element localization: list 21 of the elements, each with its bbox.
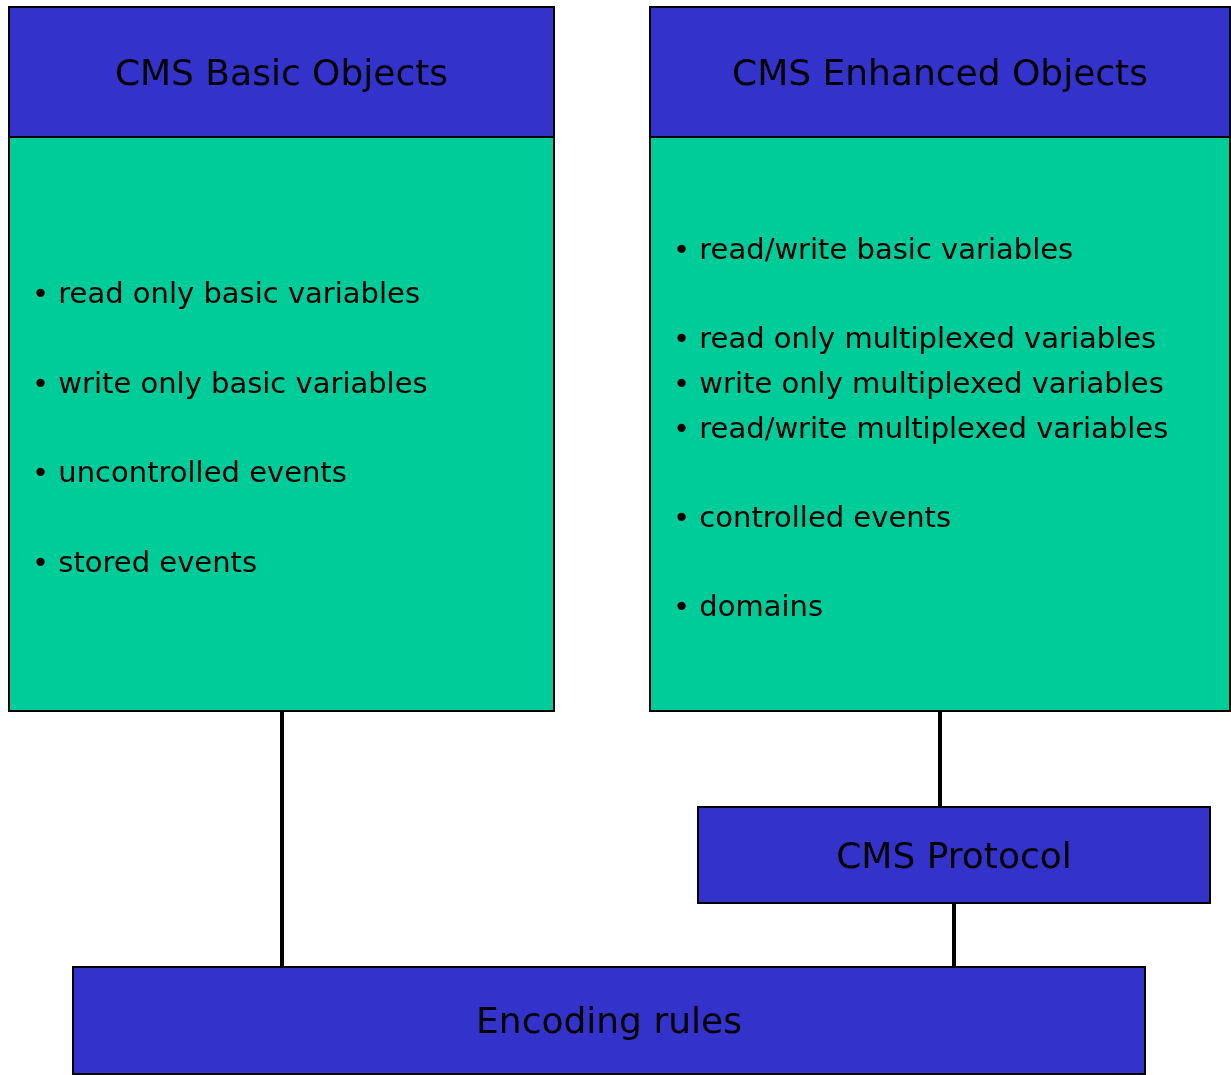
object-panel [8, 6, 555, 712]
box-label: CMS Protocol [836, 834, 1072, 876]
connector-line [280, 712, 284, 966]
bullet-item: • read/write basic variables [673, 231, 1074, 267]
bullet-item: • read/write multiplexed variables [673, 410, 1169, 446]
bullet-item: • stored events [32, 544, 257, 580]
process-box [697, 806, 1211, 904]
connector-line [938, 712, 942, 806]
connector-line [952, 904, 956, 966]
bullet-item: • read only multiplexed variables [673, 320, 1157, 356]
process-box [72, 966, 1146, 1075]
bullet-item: • write only basic variables [32, 365, 428, 401]
bullet-item: • controlled events [673, 499, 952, 535]
bullet-item: • uncontrolled events [32, 454, 347, 490]
bullet-item: • domains [673, 588, 824, 624]
bullet-item: • write only multiplexed variables [673, 365, 1164, 401]
panel-header: CMS Basic Objects [10, 8, 553, 138]
panel-header: CMS Enhanced Objects [651, 8, 1229, 138]
object-panel [649, 6, 1231, 712]
bullet-item: • read only basic variables [32, 275, 421, 311]
box-label: Encoding rules [476, 1000, 742, 1041]
